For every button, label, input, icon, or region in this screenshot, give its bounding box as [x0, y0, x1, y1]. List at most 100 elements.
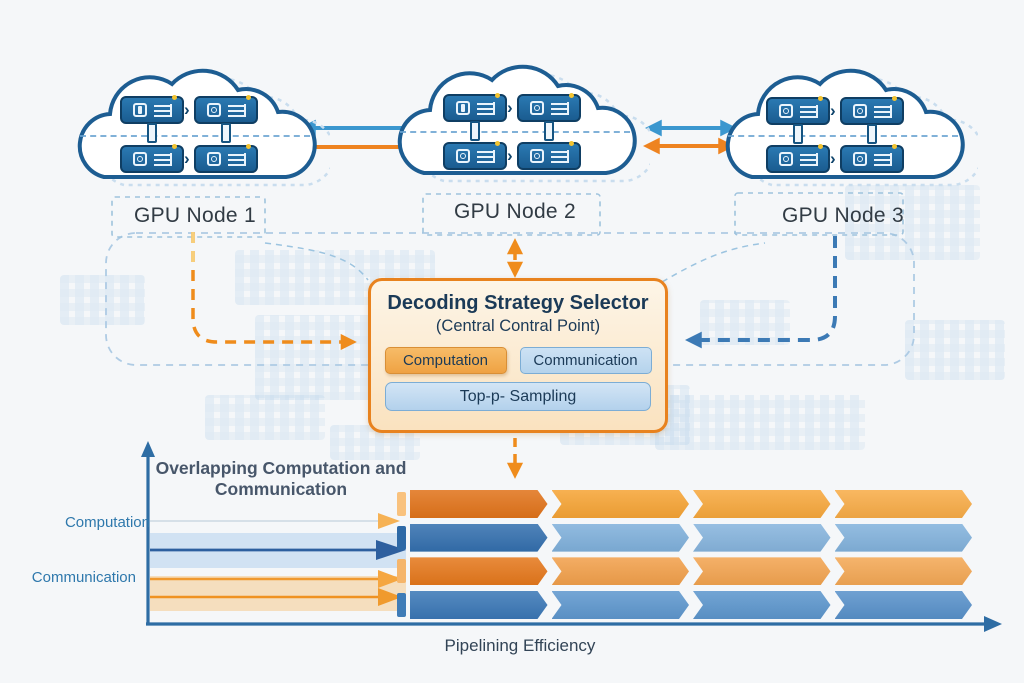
chip-memory-icon	[476, 149, 495, 163]
chip-link-arrow-icon: ›	[507, 146, 513, 165]
cloud-dashed-divider	[728, 135, 958, 137]
chip-core-icon	[132, 103, 147, 117]
pipeline-segment	[410, 591, 548, 619]
chip-indicator-dot	[892, 96, 897, 101]
x-axis-label: Pipelining Efficiency	[444, 636, 596, 655]
chip-indicator-dot	[246, 144, 251, 149]
gpu-node-2: › › GPU Node 2	[380, 48, 650, 278]
node2-label-outline	[422, 193, 601, 236]
node1-selector-curve	[264, 242, 369, 281]
pipeline-segment	[410, 557, 548, 585]
orange-band	[150, 576, 406, 611]
pipeline-lead-sliver	[397, 492, 406, 516]
chip-core-icon	[132, 152, 147, 166]
pipeline-segment	[552, 591, 690, 619]
background-watermark	[905, 320, 1005, 380]
chip-indicator-dot	[495, 141, 500, 146]
gpu-chip	[194, 144, 258, 173]
chip-memory-icon	[153, 103, 172, 117]
background-watermark	[205, 395, 325, 440]
chip-core-icon	[206, 103, 221, 117]
chip-indicator-dot	[172, 95, 177, 100]
gpu-node-3-label: GPU Node 3	[781, 204, 905, 227]
gpu-chip	[840, 144, 904, 173]
pipeline-segment	[552, 490, 690, 518]
communication-row-label: Communication	[31, 569, 136, 586]
chip-memory-icon	[153, 152, 172, 166]
gpu-chip	[443, 93, 507, 122]
chip-memory-icon	[227, 152, 246, 166]
chip-memory-icon	[550, 101, 569, 115]
chip-vertical-link	[793, 124, 803, 144]
selector-subtitle: (Central Contral Point)	[435, 317, 601, 335]
pipeline-segment	[693, 591, 831, 619]
pipeline-lead-sliver	[397, 592, 406, 617]
chip-core-icon	[529, 149, 544, 163]
chip-memory-icon	[799, 152, 818, 166]
chip-vertical-link	[470, 121, 480, 141]
cloud-dashed-divider	[80, 135, 310, 137]
gpu-chip	[194, 95, 258, 124]
x-axis-arrowhead	[984, 616, 1002, 632]
decoding-strategy-selector: Decoding Strategy Selector (Central Cont…	[368, 278, 668, 433]
gpu-node-2-label: GPU Node 2	[453, 200, 577, 223]
blue-flow-arrowhead	[376, 540, 406, 560]
background-watermark	[700, 300, 790, 345]
top-p-sampling-button[interactable]: Top-p- Sampling	[385, 382, 651, 411]
gpu-chip	[766, 144, 830, 173]
chip-indicator-dot	[246, 95, 251, 100]
node1-label-outline	[111, 196, 266, 238]
chip-memory-icon	[873, 104, 892, 118]
chip-memory-icon	[476, 101, 495, 115]
pipeline-segment	[552, 557, 690, 585]
computation-row-label: Computation	[64, 514, 150, 531]
chart-title: Overlapping Computation and Communicatio…	[155, 458, 407, 499]
pipeline-segment	[835, 490, 973, 518]
chip-vertical-link	[867, 124, 877, 144]
gpu-node-3: › › GPU Node 3	[708, 52, 978, 282]
pipeline-lead-sliver	[397, 559, 406, 584]
gpu-chip	[766, 96, 830, 125]
chip-link-arrow-icon: ›	[830, 149, 836, 168]
background-watermark	[845, 185, 980, 260]
chip-core-icon	[778, 152, 793, 166]
pipeline-lead-sliver	[397, 525, 406, 550]
chip-indicator-dot	[495, 93, 500, 98]
node3-selector-curve	[661, 242, 766, 283]
node3-selector-arrow	[684, 236, 837, 349]
gpu-node-1: › › GPU Node 1	[60, 52, 330, 282]
pipeline-segment	[552, 524, 690, 552]
pipeline-segment	[835, 557, 973, 585]
chip-memory-icon	[550, 149, 569, 163]
pipeline-bars	[397, 490, 973, 619]
chip-core-icon	[455, 149, 470, 163]
computation-button[interactable]: Computation	[384, 347, 507, 374]
chip-indicator-dot	[818, 144, 823, 149]
pipeline-segment	[693, 524, 831, 552]
gpu-chip	[840, 96, 904, 125]
chip-indicator-dot	[569, 141, 574, 146]
chip-vertical-link	[544, 121, 554, 141]
gpu-chip	[120, 144, 184, 173]
chip-indicator-dot	[569, 93, 574, 98]
chip-vertical-link	[147, 123, 157, 143]
pipeline-segment	[693, 557, 831, 585]
chip-core-icon	[852, 104, 867, 118]
communication-button[interactable]: Communication	[519, 347, 652, 374]
pipeline-segment	[693, 490, 831, 518]
pipeline-segment	[835, 524, 973, 552]
orange-flow-arrowhead-1	[378, 570, 402, 588]
pipeline-row	[397, 524, 973, 552]
gpu-chip	[120, 95, 184, 124]
pipeline-segment	[835, 591, 973, 619]
orange-flow-arrowhead-2	[378, 588, 402, 606]
background-watermark	[655, 395, 865, 450]
chip-core-icon	[529, 101, 544, 115]
computation-flow-arrowhead	[378, 513, 400, 529]
pipeline-row	[397, 490, 973, 518]
chip-indicator-dot	[892, 144, 897, 149]
node3-label-outline	[734, 192, 904, 236]
chip-link-arrow-icon: ›	[184, 100, 190, 119]
cloud-icon	[397, 64, 650, 183]
cloud-icon	[725, 68, 978, 187]
